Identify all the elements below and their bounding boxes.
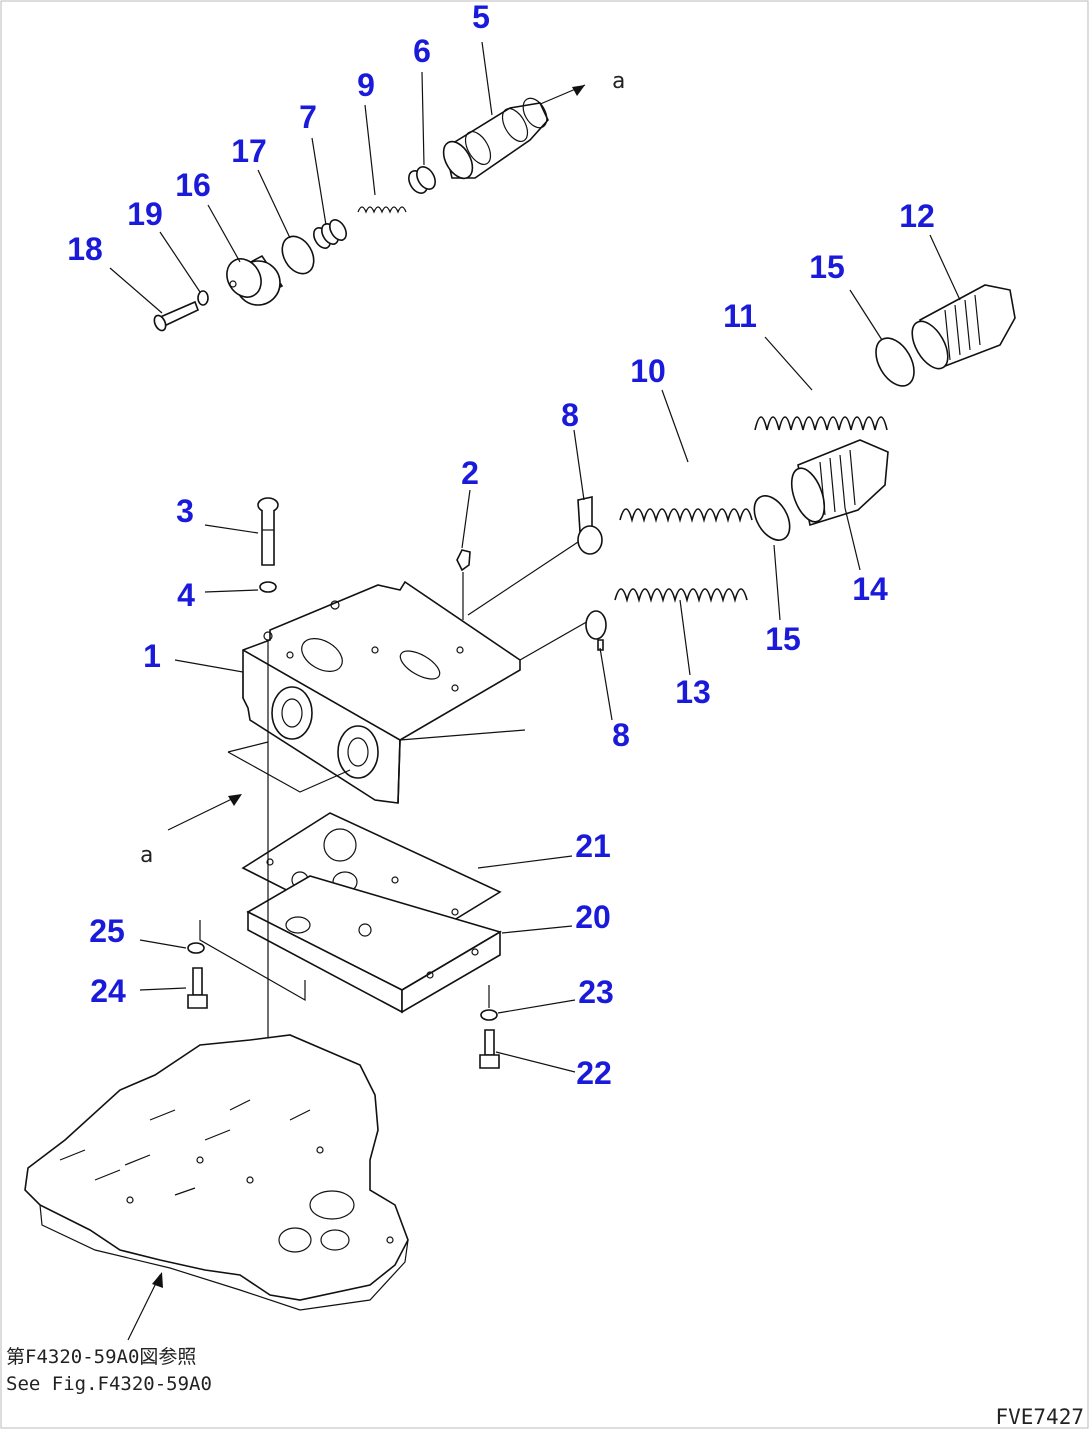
callout-labels: 5 6 9 7 17 16 19 18 12 15 11 10 8 2 3 4 … — [67, 0, 935, 1091]
callout-18: 18 — [67, 231, 103, 267]
spring-13 — [614, 588, 748, 604]
callout-5: 5 — [472, 0, 490, 35]
plates-group — [187, 640, 502, 1220]
bolt-22 — [479, 1029, 500, 1069]
callout-1: 1 — [143, 638, 161, 674]
leader-lines — [109, 41, 961, 1073]
bolt-24 — [187, 967, 208, 1009]
reference-note-jp: 第F4320-59A0図参照 — [6, 1346, 196, 1368]
callout-15-upper: 15 — [809, 249, 845, 285]
callout-2: 2 — [461, 455, 479, 491]
callout-16: 16 — [175, 167, 211, 203]
cover-16 — [226, 254, 284, 306]
callout-9: 9 — [357, 67, 375, 103]
reference-note-en: See Fig.F4320-59A0 — [6, 1373, 212, 1395]
callout-23: 23 — [578, 974, 614, 1010]
callout-12: 12 — [899, 198, 935, 234]
callout-8-lower: 8 — [612, 717, 630, 753]
callout-24: 24 — [90, 973, 126, 1009]
callout-14: 14 — [852, 571, 888, 607]
o-ring-17 — [281, 235, 315, 275]
spool-5 — [442, 97, 549, 180]
ref-mark-a-left: a — [140, 843, 153, 868]
ring-6 — [408, 166, 436, 194]
callout-10: 10 — [630, 353, 666, 389]
washer-23 — [480, 1009, 498, 1021]
callout-19: 19 — [127, 196, 163, 232]
spring-11 — [754, 416, 888, 431]
callout-7: 7 — [299, 99, 317, 135]
retainer-8-upper — [577, 496, 603, 555]
ref-mark-a-top: a — [612, 69, 625, 94]
callout-11: 11 — [723, 298, 757, 334]
spool-assembly-top — [153, 84, 586, 332]
bolt-18 — [153, 300, 200, 332]
plug-2 — [456, 549, 471, 620]
washer-4 — [259, 581, 277, 593]
figure-code: FVE7427 — [995, 1405, 1084, 1429]
callout-17: 17 — [231, 133, 267, 169]
washer-25 — [187, 942, 205, 954]
transmission-housing — [24, 1034, 409, 1341]
plug-12 — [911, 284, 1016, 370]
separator-plate-20 — [199, 875, 502, 1014]
spring-10 — [619, 508, 753, 524]
o-ring-15-lower — [753, 495, 791, 541]
valve-body-1 — [227, 580, 526, 804]
callout-20: 20 — [575, 899, 611, 935]
washer-19 — [197, 290, 209, 306]
spring-9 — [357, 206, 407, 214]
callout-15-lower: 15 — [765, 621, 801, 657]
callout-21: 21 — [575, 828, 611, 864]
callout-13: 13 — [675, 674, 711, 710]
callout-3: 3 — [176, 493, 194, 529]
valve-body-group — [167, 284, 1016, 831]
callout-6: 6 — [413, 33, 431, 69]
plug-14 — [790, 439, 889, 527]
bolt-3 — [257, 497, 279, 566]
callout-22: 22 — [576, 1055, 612, 1091]
retainer-8-lower — [585, 610, 607, 651]
plug-7 — [313, 219, 347, 249]
callout-25: 25 — [89, 913, 125, 949]
callout-4: 4 — [177, 577, 195, 613]
callout-8-upper: 8 — [561, 397, 579, 433]
